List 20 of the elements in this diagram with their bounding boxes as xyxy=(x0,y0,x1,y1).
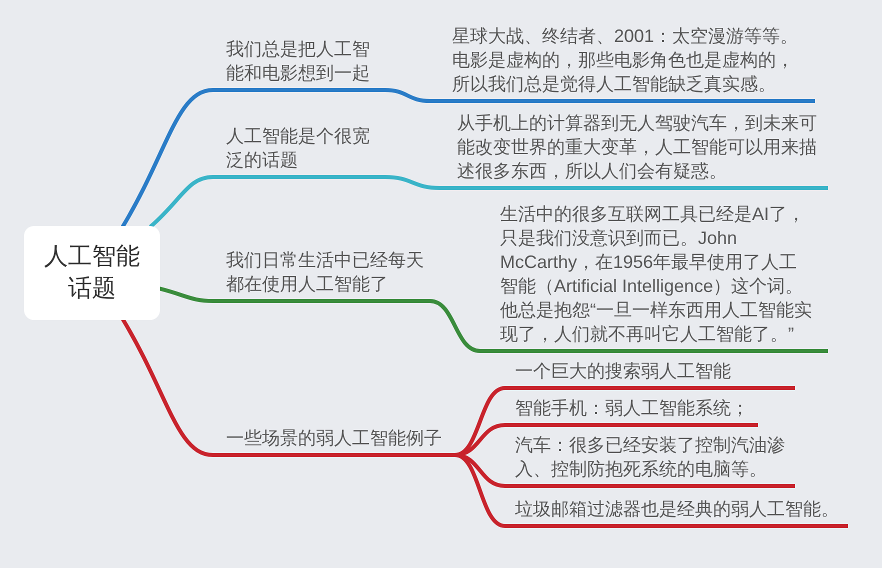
branch-note: 汽车：很多已经安装了控制汽油渗入、控制防抱死系统的电脑等。 xyxy=(505,433,795,488)
branch-line xyxy=(158,286,215,303)
branch-line xyxy=(121,318,215,457)
branch-line xyxy=(121,88,215,228)
branch-note: 从手机上的计算器到无人驾驶汽车，到未来可能改变世界的重大变革，人工智能可以用来描述很多东西，所以人们会有疑惑。 xyxy=(440,111,828,190)
branch-line xyxy=(383,88,432,103)
branch-note: 生活中的很多互联网工具已经是AI了，只是我们没意识到而已。John McCarthy，在1956年最早使用了人工智能（Artificial Intelligence）这个词。他总是抱怨“一旦一样东西用人工智能实现了，人们就不再叫它人工智能了。” xyxy=(480,202,828,353)
branch-topic: 我们总是把人工智能和电影想到一起 xyxy=(213,37,385,92)
branch-note: 星球大战、终结者、2001：太空漫游等等。电影是虚构的，那些电影角色也是虚构的，所以我们总是觉得人工智能缺乏真实感。 xyxy=(430,24,815,103)
branch-note: 一个巨大的搜索弱人工智能 xyxy=(505,359,795,390)
branch-topic: 我们日常生活中已经每天都在使用人工智能了 xyxy=(213,248,430,303)
branch-note: 智能手机：弱人工智能系统； xyxy=(505,396,758,427)
branch-line xyxy=(383,175,442,190)
branch-topic: 人工智能是个很宽泛的话题 xyxy=(213,124,385,179)
branch-line xyxy=(428,299,482,353)
branch-note: 垃圾邮箱过滤器也是经典的弱人工智能。 xyxy=(505,497,848,528)
branch-line xyxy=(453,453,507,528)
branch-line xyxy=(149,175,215,228)
central-topic-box: 人工智能话题 xyxy=(24,226,160,320)
branch-topic: 一些场景的弱人工智能例子 xyxy=(213,426,455,457)
